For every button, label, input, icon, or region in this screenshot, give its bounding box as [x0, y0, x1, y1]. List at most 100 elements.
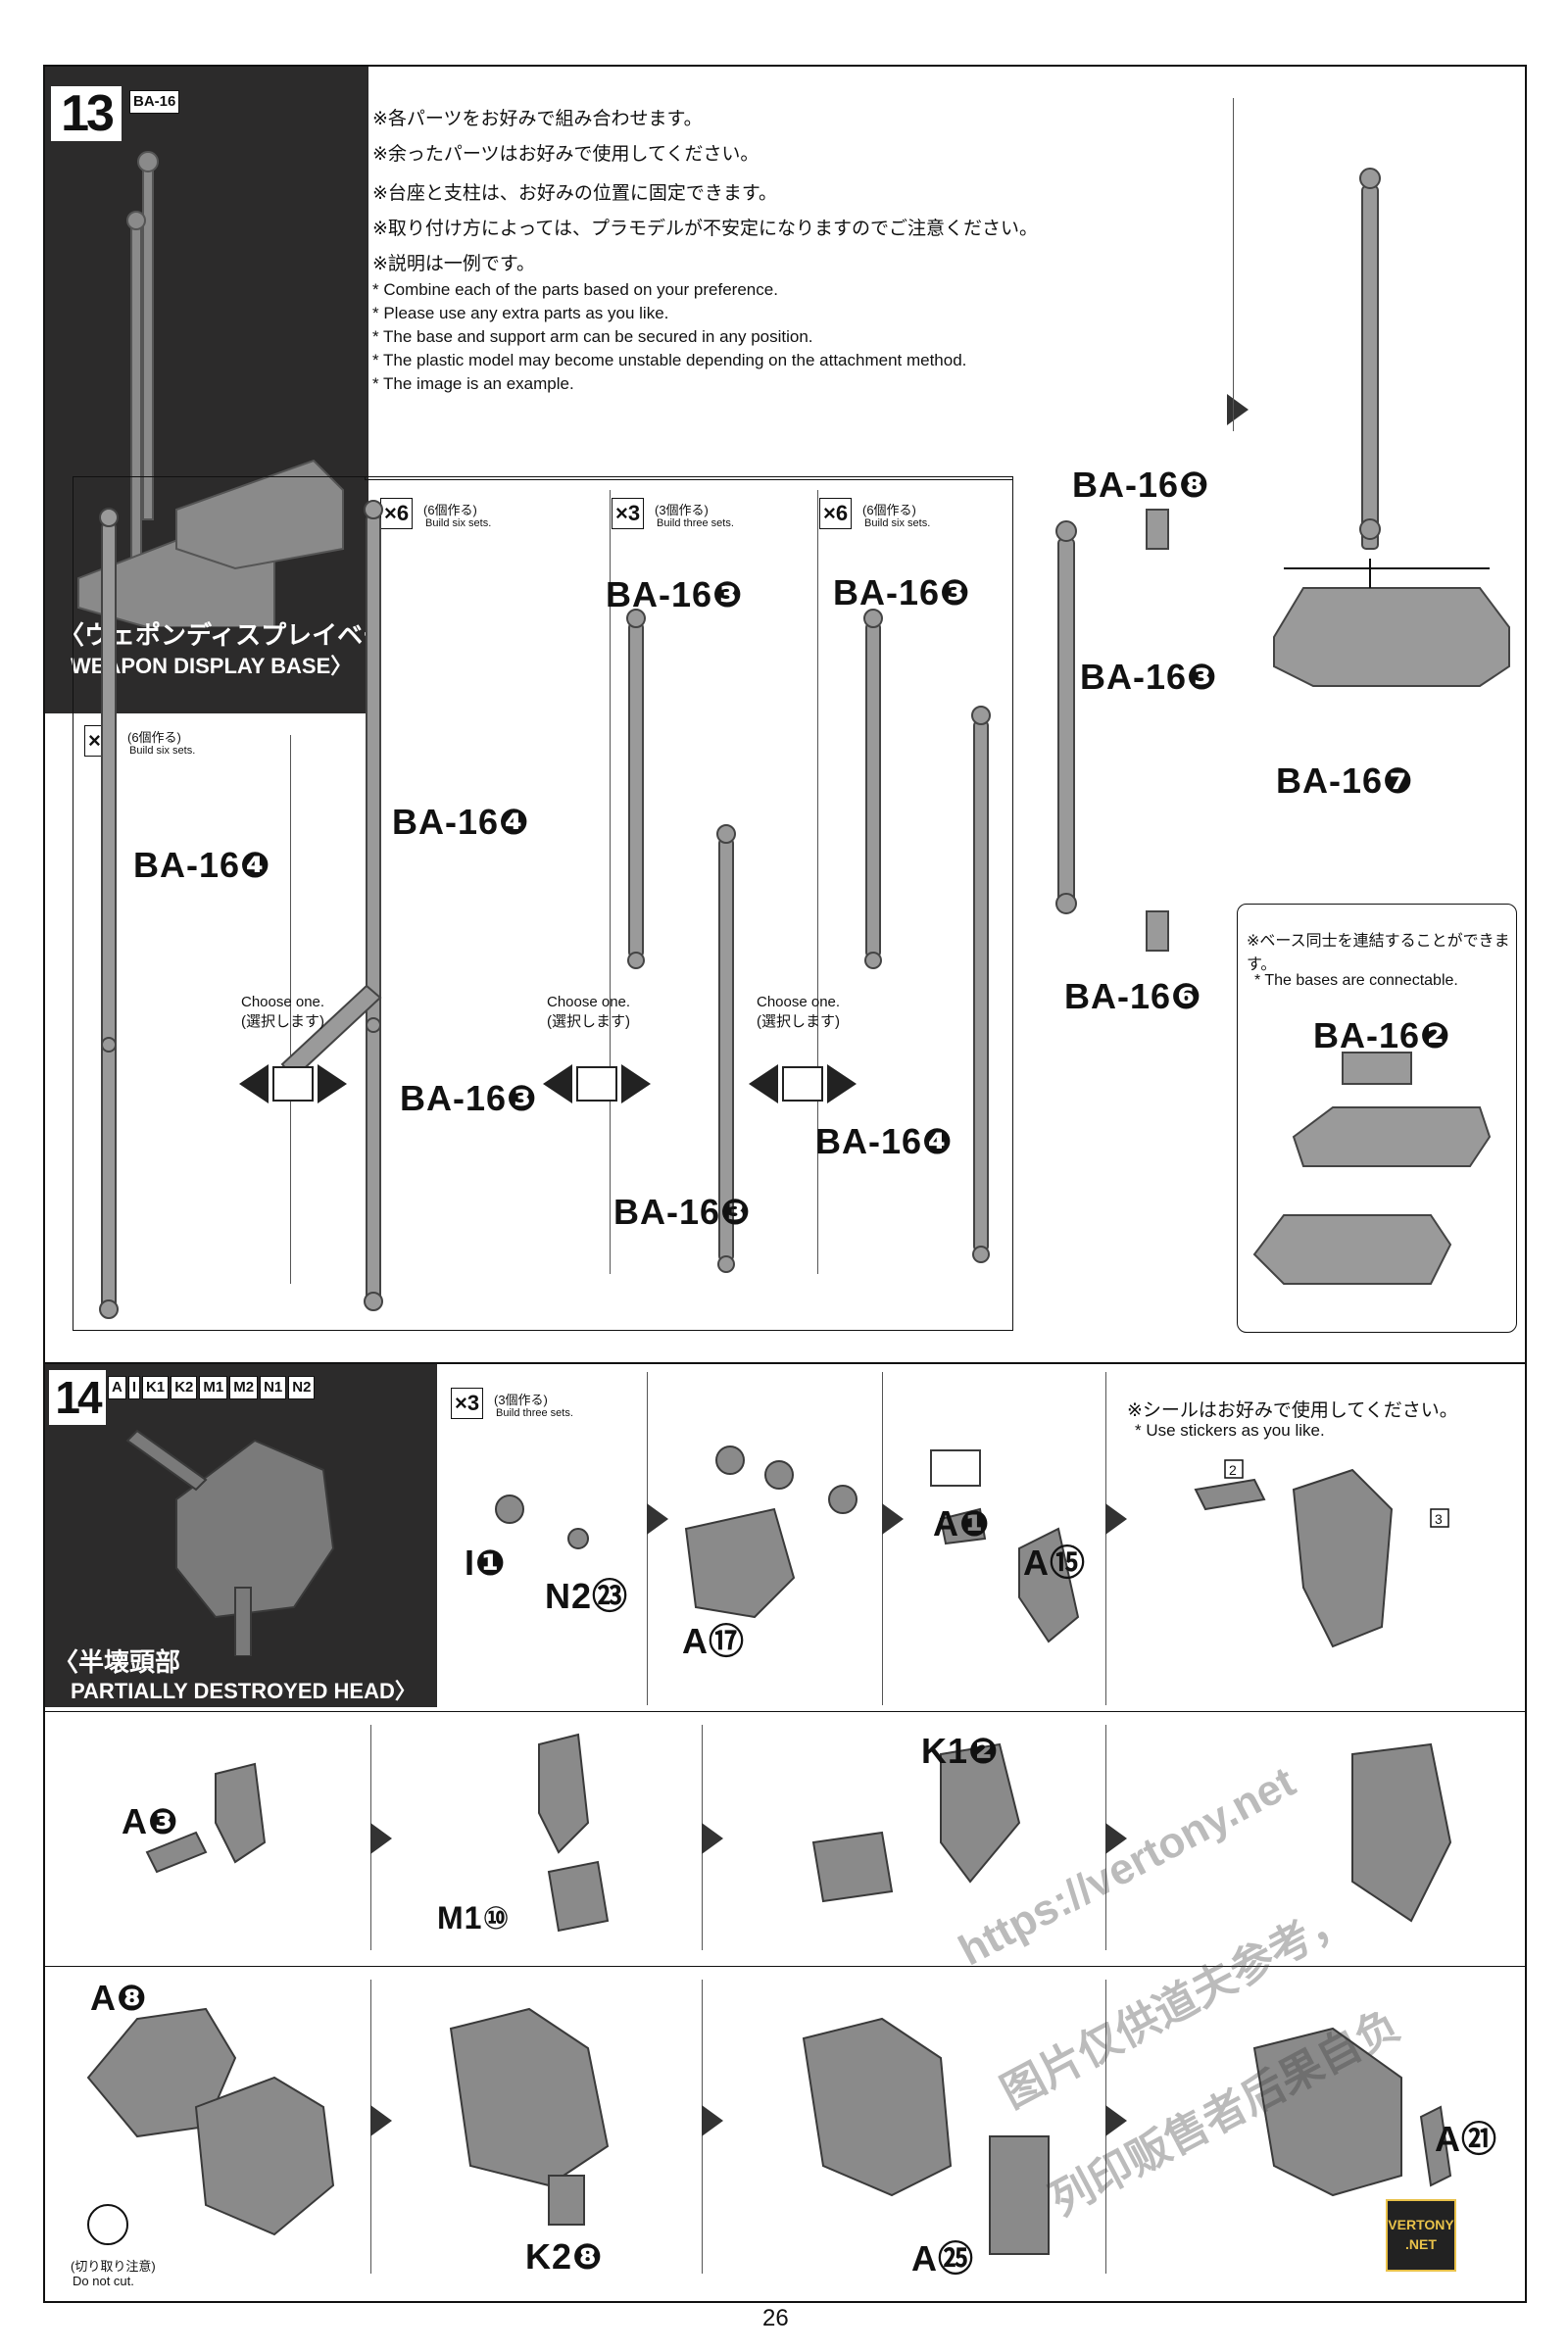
step14-row3-illustrations: [86, 2007, 1452, 2255]
part-a17: A⑰: [682, 1621, 745, 1661]
step13-base-illustration: [1273, 168, 1510, 687]
divider: [290, 735, 291, 1284]
connectable-bases-illustration: [1252, 1052, 1492, 1285]
divider: [882, 1372, 883, 1705]
step13-next-arrow: [1227, 394, 1249, 425]
runner-tag-m1: M1: [199, 1376, 228, 1399]
part-ba16-3e: BA-16❸: [1080, 657, 1218, 697]
step13-note-jp-3: ※台座と支柱は、お好みの位置に固定できます。: [372, 183, 778, 204]
runner-tag-k2: K2: [171, 1376, 198, 1399]
sticker-num-3: 3: [1435, 1511, 1443, 1527]
connect-note-en: * The bases are connectable.: [1254, 972, 1458, 989]
runner-tag-k1: K1: [142, 1376, 170, 1399]
connect-note-jp: ※ベース同士を連結することができます。: [1247, 933, 1510, 973]
step13-number: 13: [51, 86, 122, 141]
part-a21: A㉑: [1435, 2119, 1497, 2159]
part-k1-2: K1❷: [921, 1731, 1000, 1771]
part-ba16-3d: BA-16❸: [833, 572, 971, 612]
part-a25: A㉕: [911, 2238, 974, 2278]
set-count-2: ×6: [380, 498, 414, 529]
step-divider: [43, 1362, 1525, 1364]
part-ba16-2: BA-16❷: [1313, 1015, 1451, 1055]
step-arrow: [702, 2105, 723, 2136]
step13-note-en-2: * Please use any extra parts as you like…: [372, 304, 669, 322]
part-ba16-7: BA-16❼: [1276, 760, 1414, 801]
page-frame: [43, 65, 1527, 2303]
part-ba16-4c: BA-16❹: [815, 1121, 954, 1161]
choose-one-1: Choose one.(選択します): [241, 994, 325, 1030]
part-n2-23: N2㉓: [545, 1576, 629, 1616]
set-jp-2: (6個作る): [423, 503, 477, 517]
runner-tag-n2: N2: [288, 1376, 316, 1399]
step13-note-jp-2: ※余ったパーツはお好みで使用してください。: [372, 144, 760, 165]
step-arrow: [1105, 1823, 1127, 1854]
part-ba16-8: BA-16❽: [1072, 465, 1210, 505]
divider: [647, 1372, 648, 1705]
set-en-4: Build six sets.: [864, 517, 931, 529]
step-arrow: [370, 2105, 392, 2136]
step13-note-jp-1: ※各パーツをお好みで組み合わせます。: [372, 109, 703, 129]
sticker-note-en: * Use stickers as you like.: [1135, 1421, 1325, 1440]
set-jp-1: (6個作る): [127, 730, 181, 745]
step13-connectable-box: [1237, 904, 1517, 1333]
step14-set-count: ×3: [451, 1388, 484, 1419]
step13-combined-arm-illustration: [1055, 509, 1169, 952]
runner-tag-a: A: [108, 1376, 126, 1399]
set-en-3: Build three sets.: [657, 517, 734, 529]
step13-note-jp-4: ※取り付け方によっては、プラモデルが不安定になりますのでご注意ください。: [372, 219, 1039, 239]
step-arrow: [882, 1503, 904, 1535]
step-arrow: [1105, 1503, 1127, 1535]
step13-display-base-illustration: [77, 151, 344, 627]
part-a15: A⑮: [1023, 1543, 1086, 1583]
step-arrow: [702, 1823, 723, 1854]
step14-set-en: Build three sets.: [496, 1407, 573, 1419]
set-en-2: Build six sets.: [425, 517, 492, 529]
step14-title-en: PARTIALLY DESTROYED HEAD〉: [71, 1679, 416, 1703]
watermark-logo: VERTONY .NET: [1386, 2199, 1456, 2272]
choose-one-2: Choose one.(選択します): [547, 994, 631, 1030]
part-a3: A❸: [122, 1801, 179, 1841]
set-en-1: Build six sets.: [129, 745, 196, 757]
step13-arm-illustrations: [99, 500, 991, 1319]
step-arrow: [370, 1823, 392, 1854]
step14-row2-illustrations: [145, 1733, 1452, 1933]
part-ba16-4a: BA-16❹: [133, 845, 271, 885]
part-ba16-3b: BA-16❸: [606, 574, 744, 614]
runner-tag-i: I: [127, 1376, 141, 1399]
step-arrow: [647, 1503, 668, 1535]
step-arrow: [1105, 2105, 1127, 2136]
step13-upper-assembly-box: [365, 476, 1013, 480]
part-ba16-4b: BA-16❹: [392, 802, 530, 842]
step13-runner-tag: BA-16: [129, 90, 180, 114]
step14-number: 14: [49, 1370, 106, 1425]
part-i1: I❶: [465, 1543, 507, 1583]
choose-one-3: Choose one.(選択します): [757, 994, 841, 1030]
divider: [1105, 1372, 1106, 1705]
sticker-note-jp: ※シールはお好みで使用してください。: [1127, 1400, 1458, 1421]
runner-tag-n1: N1: [260, 1376, 287, 1399]
page-number: 26: [762, 2305, 789, 2331]
row-divider: [43, 1966, 1525, 1967]
part-ba16-6: BA-16❻: [1064, 976, 1202, 1016]
step13-title-jp: 〈ウェポンディスプレイベース: [59, 620, 413, 650]
part-a8: A❽: [90, 1978, 148, 2018]
divider: [1233, 98, 1234, 431]
sticker-num-2: 2: [1229, 1462, 1237, 1478]
part-k2-8: K2❽: [525, 2236, 604, 2277]
step13-note-en-3: * The base and support arm can be secure…: [372, 327, 813, 346]
do-not-cut-en: Do not cut.: [73, 2274, 134, 2288]
set-count-4: ×6: [819, 498, 853, 529]
step13-note-en-5: * The image is an example.: [372, 374, 574, 393]
step13-note-jp-5: ※説明は一例です。: [372, 254, 536, 274]
set-count-3: ×3: [612, 498, 645, 529]
part-m1-10: M1⑩: [437, 1900, 511, 1936]
step14-head-illustration: [125, 1429, 335, 1656]
row-divider: [43, 1711, 1525, 1712]
step14-title-jp: 〈半壊頭部: [53, 1647, 181, 1677]
step14-set-jp: (3個作る): [494, 1393, 548, 1407]
step14-row1-illustrations: [495, 1446, 1449, 1648]
part-ba16-3c: BA-16❸: [613, 1192, 752, 1232]
set-jp-3: (3個作る): [655, 503, 709, 517]
divider: [817, 490, 818, 1274]
part-ba16-3a: BA-16❸: [400, 1078, 538, 1118]
